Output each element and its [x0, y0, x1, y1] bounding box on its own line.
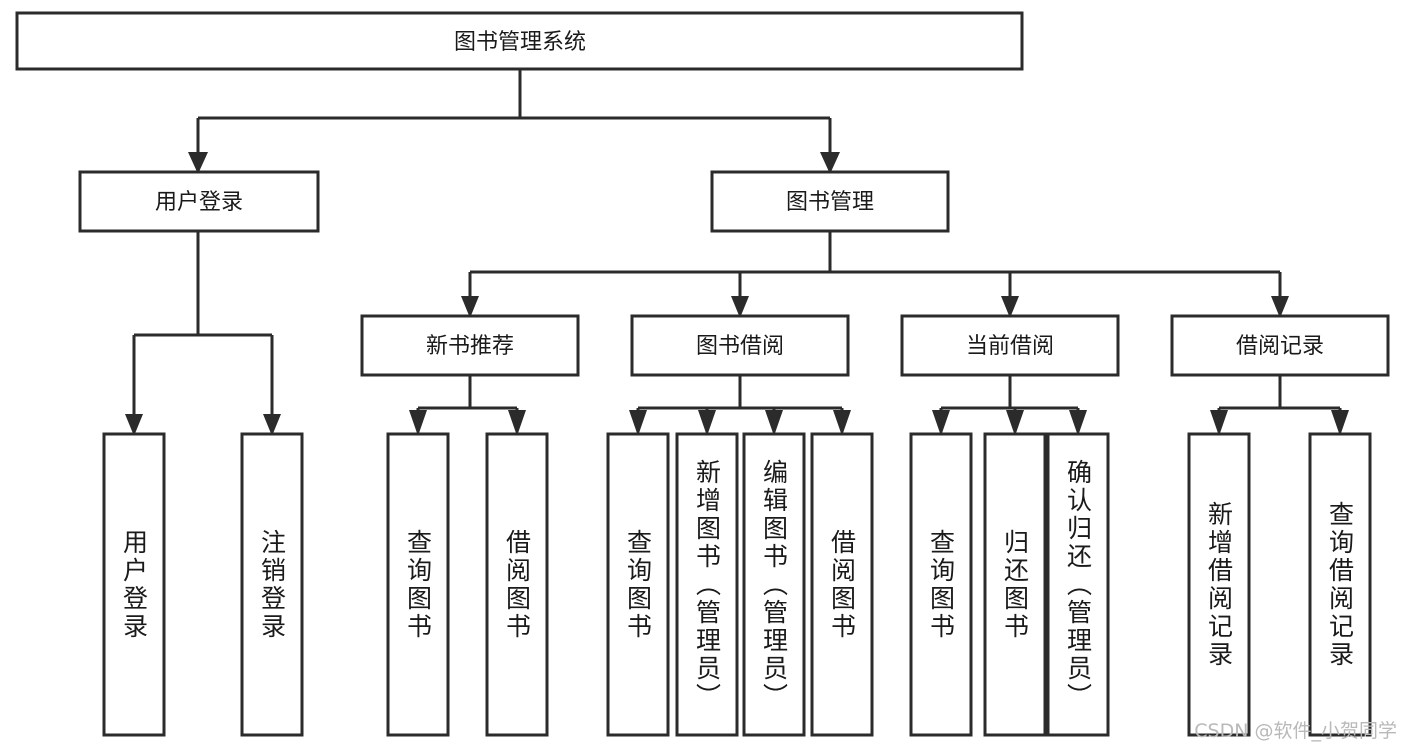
node-label-borrow-record: 借阅记录	[1236, 334, 1324, 359]
node-box-leaf-query-book-current[interactable]	[909, 432, 973, 737]
node-box-leaf-return-book[interactable]	[983, 432, 1047, 737]
arrow-head-user-login	[188, 152, 208, 174]
node-layer: 图书管理系统 用户登录 图书管理 新书推荐 图书借阅 当前借阅 借阅记录	[15, 11, 1390, 737]
node-box-leaf-edit-book-admin[interactable]	[742, 432, 806, 737]
node-box-leaf-logout[interactable]	[240, 432, 304, 737]
node-box-new-book-recommend[interactable]	[360, 314, 580, 377]
node-box-leaf-query-borrow-record[interactable]	[1308, 432, 1372, 737]
arrow-head-leaf-add-borrow-record	[1210, 410, 1228, 436]
node-box-leaf-confirm-return-admin[interactable]	[1046, 432, 1110, 737]
node-box-current-borrow[interactable]	[900, 314, 1120, 377]
node-box-book-management[interactable]	[710, 170, 950, 233]
node-box-user-login[interactable]	[78, 170, 320, 233]
arrow-head-leaf-edit-book-admin	[765, 410, 783, 436]
node-label-book-management: 图书管理	[786, 190, 874, 215]
arrow-head-leaf-borrow-book-recommend	[508, 410, 526, 436]
node-box-leaf-query-book-recommend[interactable]	[386, 432, 450, 737]
node-box-leaf-borrow-book-recommend[interactable]	[485, 432, 549, 737]
arrow-head-leaf-borrow-book	[833, 410, 851, 436]
node-label-new-book-recommend: 新书推荐	[426, 334, 514, 359]
arrow-head-leaf-logout	[263, 414, 281, 436]
arrow-head-leaf-query-book-borrow	[629, 410, 647, 436]
node-box-leaf-add-book-admin[interactable]	[675, 432, 739, 737]
arrow-head-leaf-query-book-recommend	[409, 410, 427, 436]
node-box-leaf-query-book-borrow[interactable]	[606, 432, 670, 737]
arrow-head-borrow-record	[1271, 296, 1289, 318]
arrow-head-leaf-return-book	[1006, 410, 1024, 436]
node-box-book-borrow[interactable]	[630, 314, 850, 377]
arrow-head-leaf-query-borrow-record	[1331, 410, 1349, 436]
arrow-head-current-borrow	[1001, 296, 1019, 318]
arrow-head-book-management	[820, 152, 840, 174]
arrow-head-leaf-add-book-admin	[698, 410, 716, 436]
node-box-borrow-record[interactable]	[1170, 314, 1390, 377]
node-label-root: 图书管理系统	[454, 30, 586, 55]
csdn-watermark: CSDN @软件_小贺同学	[1194, 720, 1397, 742]
arrow-head-leaf-user-login	[125, 414, 143, 436]
node-box-leaf-user-login[interactable]	[102, 432, 166, 737]
node-label-book-borrow: 图书借阅	[696, 334, 784, 359]
arrow-head-leaf-query-book-current	[932, 410, 950, 436]
arrow-head-new-book-recommend	[461, 296, 479, 318]
node-label-current-borrow: 当前借阅	[966, 334, 1054, 359]
node-label-user-login: 用户登录	[155, 190, 243, 215]
node-box-leaf-add-borrow-record[interactable]	[1187, 432, 1251, 737]
arrow-head-book-borrow	[731, 296, 749, 318]
node-box-leaf-borrow-book[interactable]	[810, 432, 874, 737]
node-box-root[interactable]	[15, 11, 1024, 71]
connector-layer	[125, 69, 1349, 436]
arrow-head-leaf-confirm-return-admin	[1069, 410, 1087, 436]
